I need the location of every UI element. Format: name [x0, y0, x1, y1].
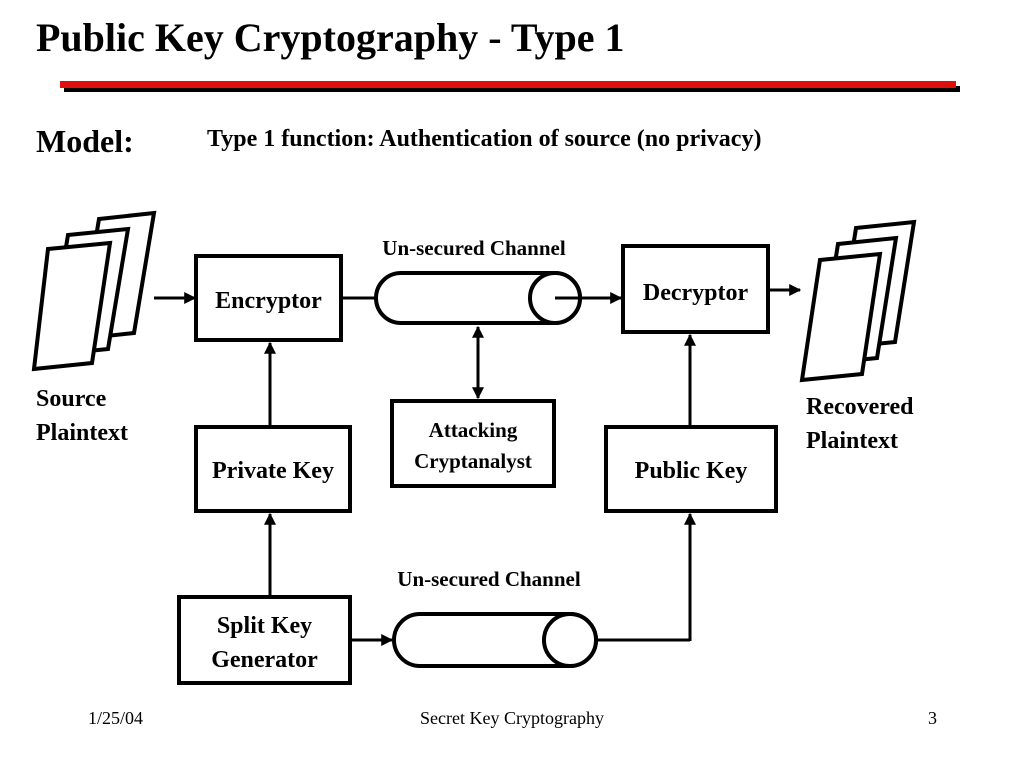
split-key-generator-line2: Generator — [211, 647, 318, 673]
footer-date: 1/25/04 — [88, 708, 144, 728]
title-rule-shadow — [64, 86, 960, 92]
split-key-generator-box — [177, 595, 352, 685]
private-key-block: Private Key — [194, 425, 352, 513]
decryptor-box — [621, 244, 770, 334]
attacker-label-line2: Cryptanalyst — [414, 449, 532, 473]
source-plaintext-documents — [31, 210, 157, 372]
recovered-plaintext-documents — [799, 219, 917, 383]
title-rule — [60, 81, 956, 88]
decryptor-label: Decryptor — [643, 280, 749, 306]
source-page-front — [31, 240, 113, 372]
footer-title: Secret Key Cryptography — [420, 708, 604, 728]
channel-bottom-label: Un-secured Channel — [397, 567, 581, 591]
slide-title: Public Key Cryptography - Type 1 — [36, 15, 625, 60]
channel-top-label: Un-secured Channel — [382, 236, 566, 260]
encryptor-label: Encryptor — [215, 288, 322, 314]
decryptor-block: Decryptor — [621, 244, 770, 334]
source-plaintext-label-line2: Plaintext — [36, 420, 128, 446]
public-key-block: Public Key — [604, 425, 778, 513]
public-key-label: Public Key — [635, 458, 748, 484]
footer-page-number: 3 — [928, 708, 937, 728]
private-key-label: Private Key — [212, 458, 334, 484]
slide-subtitle: Type 1 function: Authentication of sourc… — [207, 126, 762, 152]
channel-bottom-end — [542, 612, 598, 668]
private-key-box — [194, 425, 352, 513]
recovered-plaintext-label-line1: Recovered — [806, 394, 914, 420]
split-key-generator-block: Split Key Generator — [177, 595, 352, 685]
source-plaintext-label-line1: Source — [36, 386, 107, 412]
attacker-block: Attacking Cryptanalyst — [390, 399, 556, 488]
encryptor-block: Encryptor — [194, 254, 343, 342]
recovered-page-front — [799, 251, 883, 383]
model-label: Model: — [36, 123, 134, 159]
split-key-generator-line1: Split Key — [217, 613, 312, 639]
encryptor-box — [194, 254, 343, 342]
recovered-plaintext-label-line2: Plaintext — [806, 428, 898, 454]
public-key-box — [604, 425, 778, 513]
channel-bottom-pipe — [392, 612, 598, 668]
attacker-box — [390, 399, 556, 488]
channel-top-pipe — [374, 271, 582, 325]
attacker-label-line1: Attacking — [429, 418, 518, 442]
